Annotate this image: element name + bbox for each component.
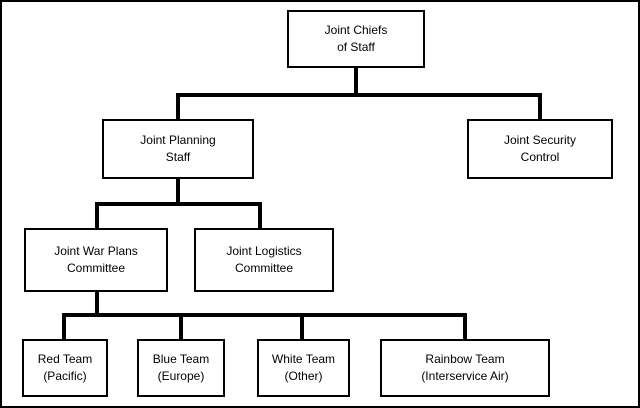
node-label: Joint Security Control <box>503 133 577 164</box>
node-label: White Team (Other) <box>271 352 336 383</box>
node-joint-war-plans-committee: Joint War Plans Committee <box>24 228 168 292</box>
node-label: Red Team (Pacific) <box>37 352 93 383</box>
node-blue-team: Blue Team (Europe) <box>137 339 225 397</box>
node-rainbow-team: Rainbow Team (Interservice Air) <box>380 339 550 397</box>
node-label: Joint Logistics Committee <box>226 244 302 275</box>
node-label: Joint Chiefs of Staff <box>324 23 388 54</box>
node-label: Joint War Plans Committee <box>54 244 138 275</box>
node-white-team: White Team (Other) <box>257 339 350 397</box>
node-red-team: Red Team (Pacific) <box>22 339 108 397</box>
node-label: Blue Team (Europe) <box>152 352 210 383</box>
node-label: Joint Planning Staff <box>140 133 216 164</box>
node-joint-logistics-committee: Joint Logistics Committee <box>194 228 334 292</box>
node-label: Rainbow Team (Interservice Air) <box>421 352 509 383</box>
node-joint-security-control: Joint Security Control <box>467 119 613 179</box>
node-joint-planning-staff: Joint Planning Staff <box>102 119 254 179</box>
node-joint-chiefs-of-staff: Joint Chiefs of Staff <box>287 10 425 68</box>
